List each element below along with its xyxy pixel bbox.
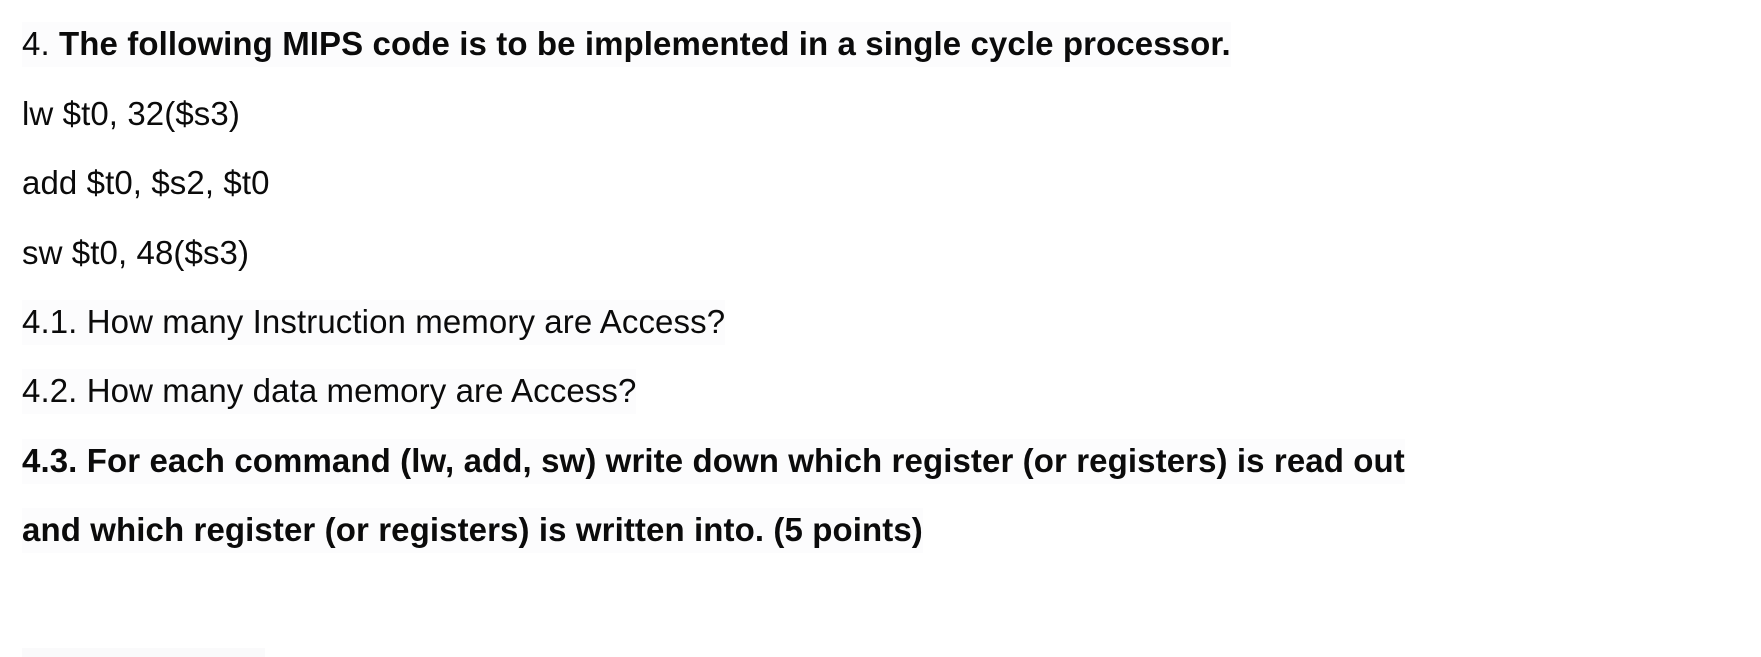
- code-line-sw-text: sw $t0, 48($s3): [22, 234, 250, 271]
- code-line-lw-text: lw $t0, 32($s3): [22, 95, 240, 132]
- subquestion-4-3-line-1: 4.3. For each command (lw, add, sw) writ…: [22, 439, 1405, 484]
- clipped-next-line-band: [22, 648, 265, 657]
- subquestion-4-1: 4.1. How many Instruction memory are Acc…: [22, 300, 726, 345]
- code-line-add: add $t0, $s2, $t0: [22, 161, 270, 206]
- subquestion-4-1-text: 4.1. How many Instruction memory are Acc…: [22, 300, 726, 345]
- subquestion-4-3-line-1-text: 4.3. For each command (lw, add, sw) writ…: [22, 439, 1405, 484]
- code-line-add-text: add $t0, $s2, $t0: [22, 164, 270, 201]
- subquestion-4-2-text: 4.2. How many data memory are Access?: [22, 369, 637, 414]
- code-line-lw: lw $t0, 32($s3): [22, 92, 240, 137]
- code-line-sw: sw $t0, 48($s3): [22, 231, 249, 276]
- question-number: 4.: [22, 25, 50, 62]
- question-heading: 4. The following MIPS code is to be impl…: [22, 22, 1231, 67]
- subquestion-4-2: 4.2. How many data memory are Access?: [22, 369, 637, 414]
- subquestion-4-3-line-2: and which register (or registers) is wri…: [22, 508, 923, 553]
- subquestion-4-3-line-2-text: and which register (or registers) is wri…: [22, 508, 923, 553]
- question-heading-text: The following MIPS code is to be impleme…: [49, 25, 1231, 62]
